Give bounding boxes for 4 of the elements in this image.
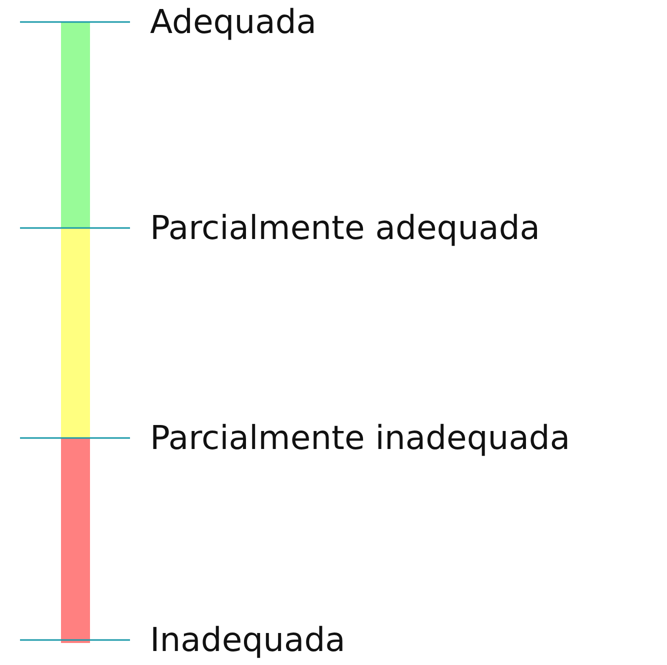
scale-level-label: Parcialmente adequada [150,208,540,248]
scale-level-label: Adequada [150,2,316,42]
scale-level-label: Parcialmente inadequada [150,418,570,458]
scale-level-label: Inadequada [150,620,346,660]
